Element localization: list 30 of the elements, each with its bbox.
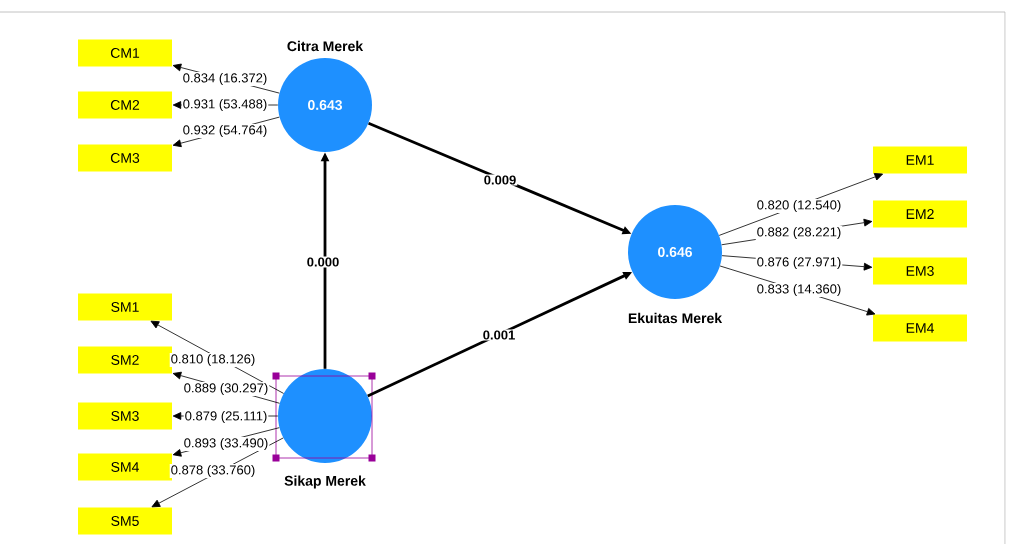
indicator-box: EM2 <box>873 200 967 228</box>
edge-label: 0.893 (33.490) <box>182 436 270 452</box>
indicator-box: EM3 <box>873 257 967 285</box>
indicator-box: SM4 <box>78 453 172 481</box>
edge-label: 0.001 <box>481 329 517 341</box>
edge-label: 0.810 (18.126) <box>169 352 257 368</box>
indicator-box: SM5 <box>78 507 172 535</box>
edge-label: 0.878 (33.760) <box>169 463 257 479</box>
indicator-box: CM1 <box>78 39 172 67</box>
edge-label: 0.932 (54.764) <box>181 123 269 139</box>
indicator-box: EM1 <box>873 146 967 174</box>
indicator-box: EM4 <box>873 314 967 342</box>
indicator-box: CM3 <box>78 144 172 172</box>
edge-label: 0.889 (30.297) <box>182 381 270 397</box>
construct-name: Ekuitas Merek <box>628 312 723 324</box>
edge-label: 0.009 <box>482 174 518 186</box>
construct-name: Citra Merek <box>287 40 364 52</box>
edge-label: 0.834 (16.372) <box>181 71 269 87</box>
indicator-box: SM3 <box>78 402 172 430</box>
edge-label: 0.882 (28.221) <box>755 225 843 241</box>
edge-label: 0.931 (53.488) <box>181 97 269 113</box>
construct-name: Sikap Merek <box>284 475 366 489</box>
edge-label: 0.833 (14.360) <box>755 282 843 298</box>
edge-label: 0.000 <box>305 256 341 268</box>
indicator-box: CM2 <box>78 91 172 119</box>
edge-label: 0.820 (12.540) <box>755 198 843 214</box>
indicator-box: SM1 <box>78 293 172 321</box>
edge-label: 0.876 (27.971) <box>755 255 843 271</box>
indicator-box: SM2 <box>78 346 172 374</box>
edge-label: 0.879 (25.111) <box>183 409 269 425</box>
